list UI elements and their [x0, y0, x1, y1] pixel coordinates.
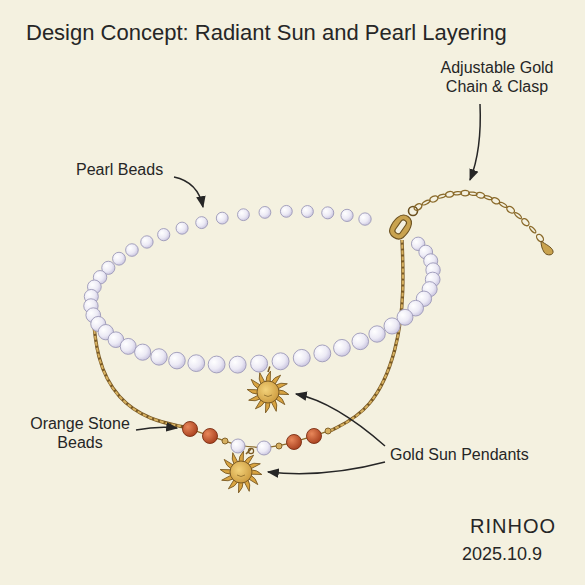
- orange-bead: [203, 429, 218, 444]
- chain-outline: [330, 240, 403, 431]
- pearl-bead: [341, 209, 353, 221]
- lower-chain: [92, 240, 403, 431]
- sun-pendant: [247, 371, 289, 413]
- pearl-bead: [141, 236, 153, 248]
- chain-link: [520, 217, 530, 227]
- part-label: Adjustable Gold Chain & Clasp: [428, 58, 566, 96]
- pearl-bead: [158, 229, 170, 241]
- bail: [268, 367, 270, 372]
- chain-link: [514, 212, 522, 220]
- chain-link: [499, 201, 508, 208]
- pearl-bead: [231, 439, 245, 453]
- orange-bead: [287, 435, 302, 450]
- pearl-bead: [188, 355, 205, 372]
- chain-link: [529, 226, 537, 234]
- chain-link: [422, 199, 431, 206]
- sun-face: [237, 475, 245, 477]
- pearl-bead: [384, 318, 400, 334]
- pearl-bead: [334, 339, 351, 356]
- pearl-bead: [126, 244, 139, 257]
- pearl-bead: [238, 209, 250, 221]
- gold-spacer: [222, 438, 228, 444]
- chain-drop: [541, 241, 553, 255]
- sun-pendant: [220, 451, 262, 493]
- orange-bead: [183, 422, 198, 437]
- pearl-bead: [359, 213, 371, 225]
- leader-arrow: [136, 427, 177, 430]
- leader-arrow: [174, 177, 203, 207]
- pearl-bead: [216, 212, 228, 224]
- chain-links: [330, 240, 403, 431]
- jump-ring: [409, 207, 418, 216]
- part-label: Gold Sun Pendants: [390, 445, 550, 464]
- date: 2025.10.9: [462, 544, 572, 566]
- pearl-bead: [257, 441, 271, 455]
- pearl-bead: [293, 349, 310, 366]
- pearl-bead: [135, 344, 151, 360]
- chain-link: [476, 192, 486, 199]
- jump-ring: [248, 448, 253, 453]
- pearl-bead: [352, 333, 369, 350]
- pearl-bead: [314, 345, 331, 362]
- gold-spacer: [276, 443, 282, 449]
- lobster-clasp: [386, 211, 415, 242]
- pearl-bead: [369, 326, 385, 342]
- pearl-bead: [322, 207, 334, 219]
- pearl-bead: [113, 252, 126, 265]
- sun-face: [264, 395, 272, 397]
- pearl-bead: [176, 222, 188, 234]
- part-label: Pearl Beads: [76, 160, 176, 179]
- leader-arrow: [470, 104, 480, 180]
- diagram-title: Design Concept: Radiant Sun and Pearl La…: [26, 20, 566, 46]
- gold-spacer: [325, 428, 331, 434]
- chain-link: [413, 202, 423, 211]
- clasp-body: [386, 211, 415, 242]
- leader-arrow: [296, 394, 385, 446]
- signature: RINHOO: [470, 514, 570, 538]
- pearl-bead: [208, 356, 225, 373]
- leader-arrow: [268, 462, 385, 474]
- pearl-bead: [272, 353, 289, 370]
- pearl-bead: [259, 207, 271, 219]
- pearl-bead: [196, 217, 208, 229]
- pearl-bead: [229, 356, 246, 373]
- chain-link: [535, 233, 545, 243]
- sun-disc: [257, 381, 279, 403]
- pearl-bead: [251, 355, 268, 372]
- pearl-bead: [169, 352, 186, 369]
- sun-disc: [230, 461, 252, 483]
- pearl-bead: [151, 349, 167, 365]
- pearl-bead: [280, 205, 292, 217]
- chain-link: [429, 195, 439, 203]
- pearl-bead: [120, 338, 136, 354]
- part-label: Orange Stone Beads: [26, 414, 134, 452]
- orange-bead: [307, 429, 322, 444]
- pearl-bead: [301, 206, 313, 218]
